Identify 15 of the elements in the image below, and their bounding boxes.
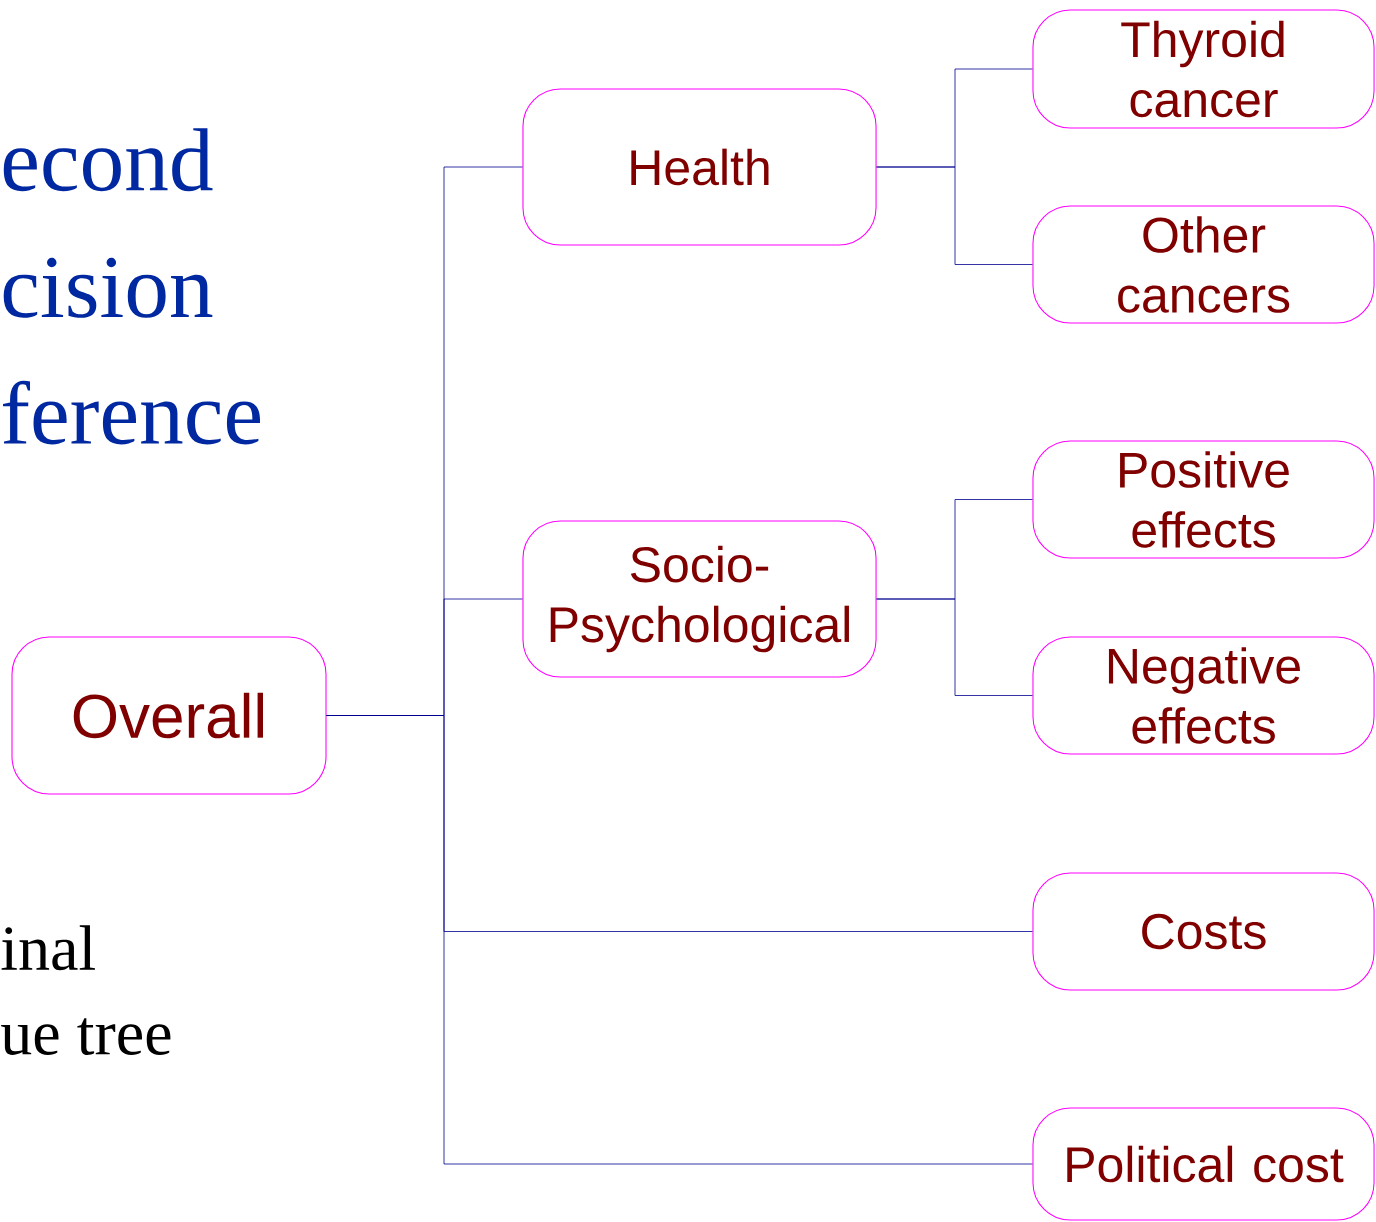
title: econd cision ference	[3, 128, 260, 445]
rounded-box: Negative effects	[1032, 636, 1375, 755]
rounded-box: Political cost	[1032, 1107, 1375, 1221]
connector-line	[326, 715, 1033, 1165]
rounded-box: Positive effects	[1032, 440, 1375, 559]
rounded-box: Thyroid cancer	[1032, 9, 1375, 129]
rounded-box: Socio- Psychological	[522, 520, 877, 678]
connector-line	[876, 598, 1033, 696]
rounded-box: Other cancers	[1032, 205, 1375, 324]
note-text: ue tree	[1, 1018, 171, 1055]
rounded-box: Costs	[1032, 872, 1375, 991]
note-text: inal	[1, 925, 95, 971]
rounded-box: Health	[522, 88, 877, 246]
rounded-box: Overall	[11, 636, 327, 795]
connector-line	[876, 166, 1033, 265]
